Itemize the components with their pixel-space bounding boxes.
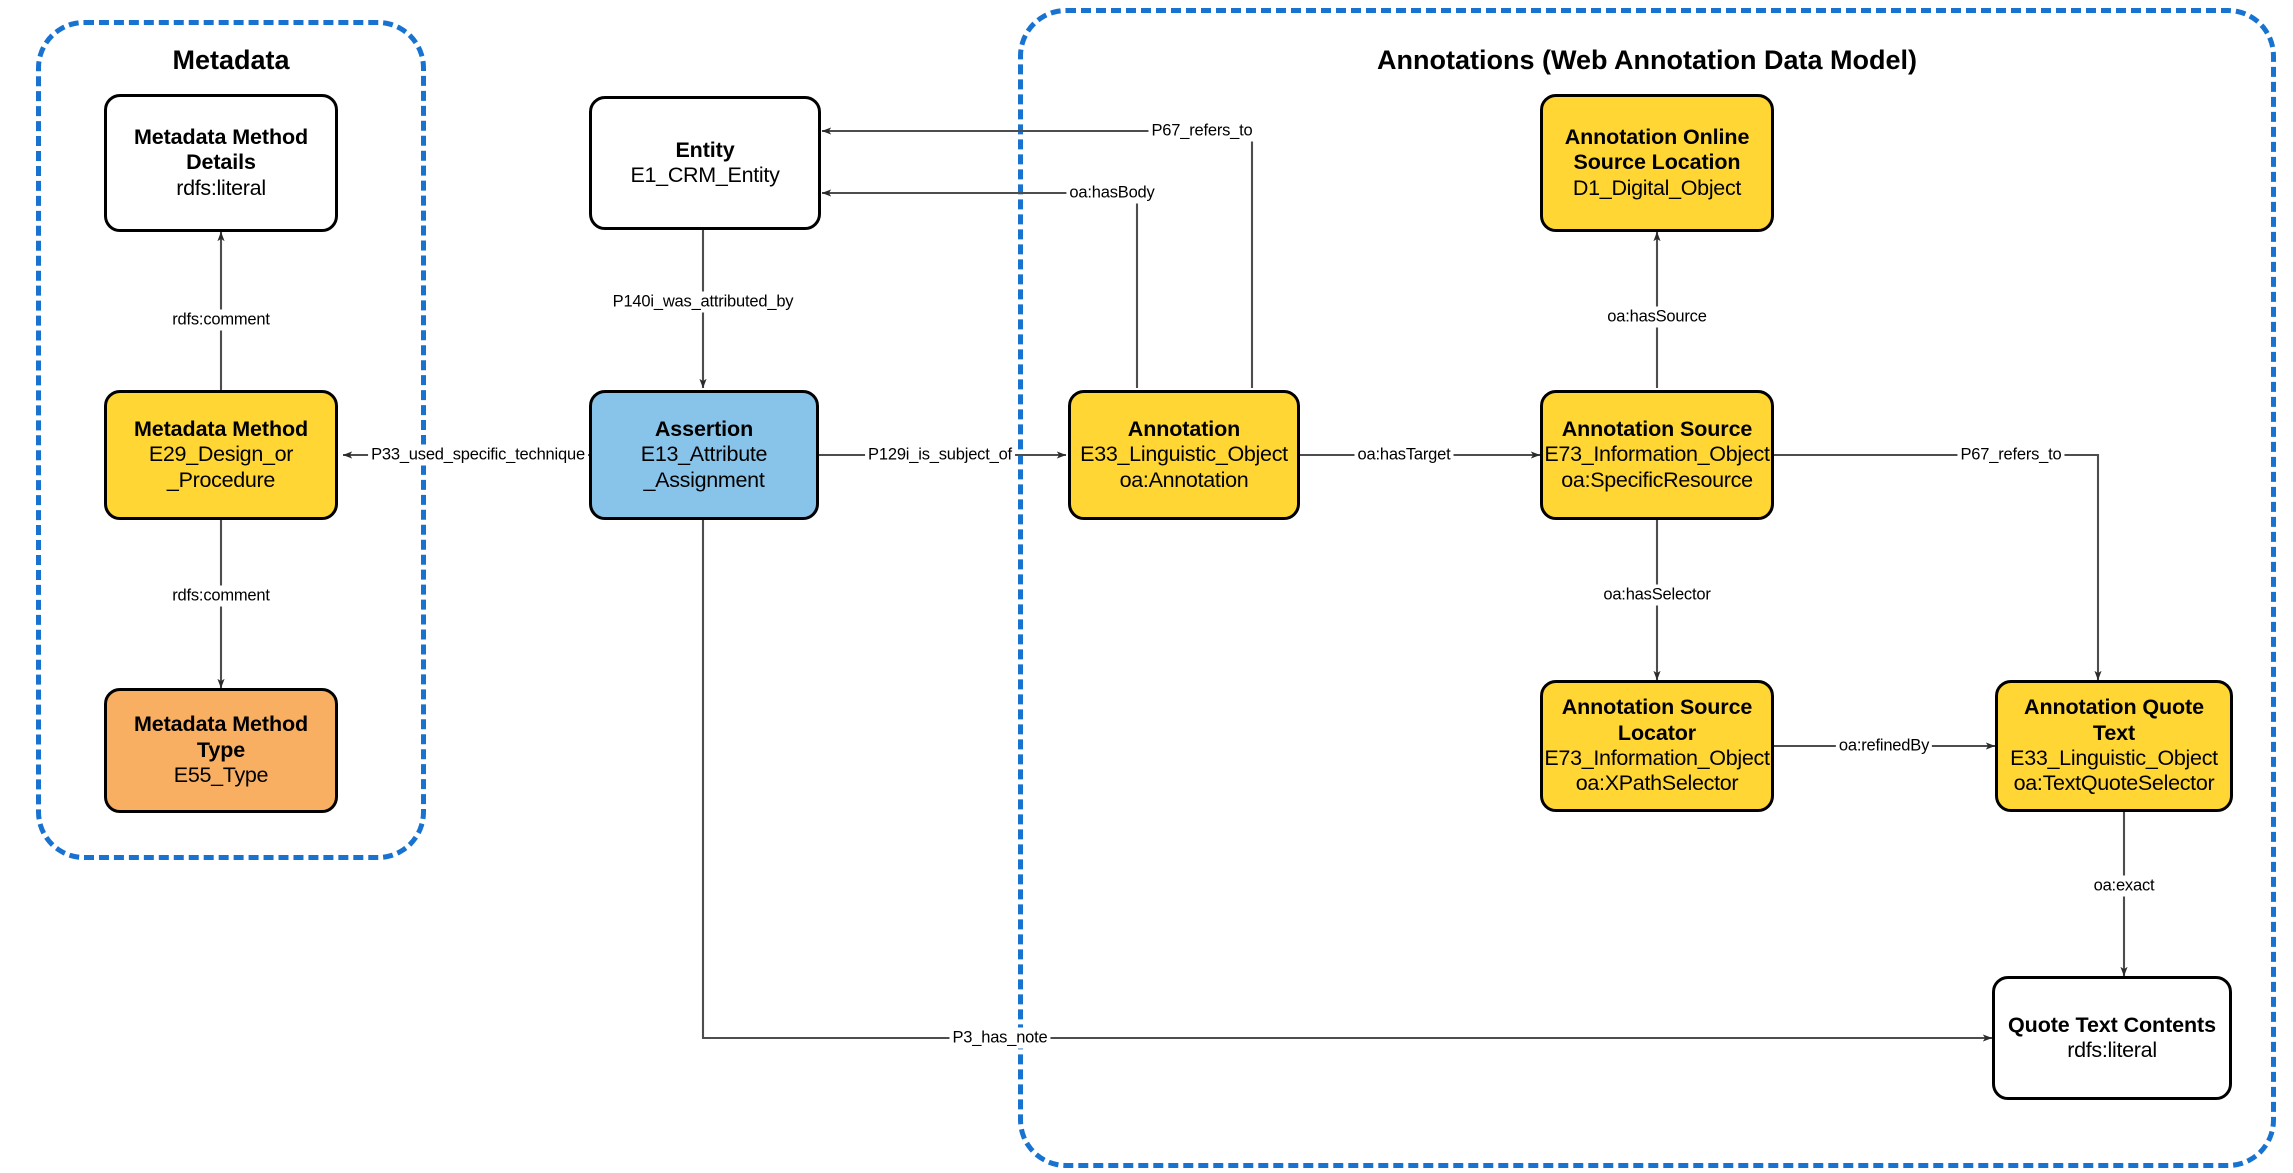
node-annotation-source-locator[interactable]: Annotation Source Locator E73_Informatio… bbox=[1540, 680, 1774, 812]
group-annotations-title: Annotations (Web Annotation Data Model) bbox=[1369, 45, 1925, 76]
group-annotations bbox=[1018, 8, 2276, 1168]
node-subtitle: E13_Attribute bbox=[640, 442, 768, 467]
node-subtitle: E73_Information_Object bbox=[1544, 746, 1770, 770]
node-assertion[interactable]: Assertion E13_Attribute _Assignment bbox=[589, 390, 819, 520]
edge-label-oa-hassource: oa:hasSource bbox=[1604, 306, 1710, 328]
node-annotation[interactable]: Annotation E33_Linguistic_Object oa:Anno… bbox=[1068, 390, 1300, 520]
node-title-2: Locator bbox=[1617, 720, 1697, 745]
edge-label-oa-hasbody: oa:hasBody bbox=[1066, 182, 1158, 204]
node-annotation-source[interactable]: Annotation Source E73_Information_Object… bbox=[1540, 390, 1774, 520]
edge-label-rdfs-comment-down: rdfs:comment bbox=[169, 585, 273, 607]
node-metadata-method[interactable]: Metadata Method E29_Design_or _Procedure bbox=[104, 390, 338, 520]
node-subtitle-2: oa:TextQuoteSelector bbox=[2013, 771, 2215, 796]
node-subtitle: E33_Linguistic_Object bbox=[2010, 746, 2218, 770]
node-entity[interactable]: Entity E1_CRM_Entity bbox=[589, 96, 821, 230]
node-title: Assertion bbox=[654, 416, 754, 441]
node-subtitle: rdfs:literal bbox=[176, 175, 266, 200]
edge-label-oa-hastarget: oa:hasTarget bbox=[1354, 444, 1454, 466]
group-metadata-title: Metadata bbox=[164, 45, 298, 76]
node-subtitle: E33_Linguistic_Object bbox=[1080, 442, 1288, 467]
node-title: Annotation Source bbox=[1561, 695, 1753, 720]
group-metadata bbox=[36, 20, 426, 860]
node-subtitle-2: oa:XPathSelector bbox=[1575, 771, 1739, 796]
edge-label-p33-used-specific-technique: P33_used_specific_technique bbox=[368, 444, 588, 466]
node-subtitle: E73_Information_Object bbox=[1544, 442, 1770, 467]
node-annotation-online-source-location[interactable]: Annotation Online Source Location D1_Dig… bbox=[1540, 94, 1774, 232]
node-metadata-method-type[interactable]: Metadata Method Type E55_Type bbox=[104, 688, 338, 813]
node-title-2: Details bbox=[186, 150, 256, 175]
node-subtitle: E29_Design_or bbox=[148, 442, 294, 467]
node-subtitle-2: _Assignment bbox=[643, 467, 765, 492]
node-title-2: Type bbox=[196, 737, 246, 762]
node-title: Annotation Online bbox=[1564, 124, 1750, 149]
node-subtitle-2: _Procedure bbox=[166, 467, 276, 492]
edge-label-p3-has-note: P3_has_note bbox=[949, 1027, 1051, 1049]
node-metadata-method-details[interactable]: Metadata Method Details rdfs:literal bbox=[104, 94, 338, 232]
node-subtitle-2: oa:SpecificResource bbox=[1561, 467, 1753, 492]
node-title: Annotation Quote Text bbox=[2024, 695, 2204, 745]
node-title: Entity bbox=[675, 137, 735, 162]
edge-label-rdfs-comment-up: rdfs:comment bbox=[169, 309, 273, 331]
edge-label-oa-hasselector: oa:hasSelector bbox=[1600, 584, 1714, 606]
node-subtitle: rdfs:literal bbox=[2067, 1038, 2157, 1062]
edge-label-p67-refers-to-entity: P67_refers_to bbox=[1148, 120, 1256, 142]
node-quote-text-contents[interactable]: Quote Text Contents rdfs:literal bbox=[1992, 976, 2232, 1100]
node-subtitle: E55_Type bbox=[173, 763, 269, 788]
edge-label-oa-exact: oa:exact bbox=[2090, 875, 2158, 897]
node-title: Metadata Method bbox=[133, 416, 309, 441]
edge-label-p129i-is-subject-of: P129i_is_subject_of bbox=[865, 444, 1015, 466]
edge-label-oa-refinedby: oa:refinedBy bbox=[1835, 735, 1933, 757]
node-title: Metadata Method bbox=[133, 712, 309, 737]
edge-label-p140i-was-attributed-by: P140i_was_attributed_by bbox=[609, 291, 797, 313]
edge-label-p67-refers-to-quote: P67_refers_to bbox=[1957, 444, 2065, 466]
node-annotation-quote-text[interactable]: Annotation Quote Text E33_Linguistic_Obj… bbox=[1995, 680, 2233, 812]
node-title: Quote Text Contents bbox=[2008, 1012, 2216, 1037]
node-title-2: Source Location bbox=[1573, 150, 1741, 175]
node-title: Annotation Source bbox=[1561, 416, 1753, 441]
node-subtitle-2: oa:Annotation bbox=[1119, 467, 1249, 492]
node-title: Metadata Method bbox=[133, 124, 309, 149]
node-title: Annotation bbox=[1127, 416, 1241, 441]
node-subtitle: D1_Digital_Object bbox=[1572, 175, 1742, 200]
node-subtitle: E1_CRM_Entity bbox=[630, 163, 780, 187]
